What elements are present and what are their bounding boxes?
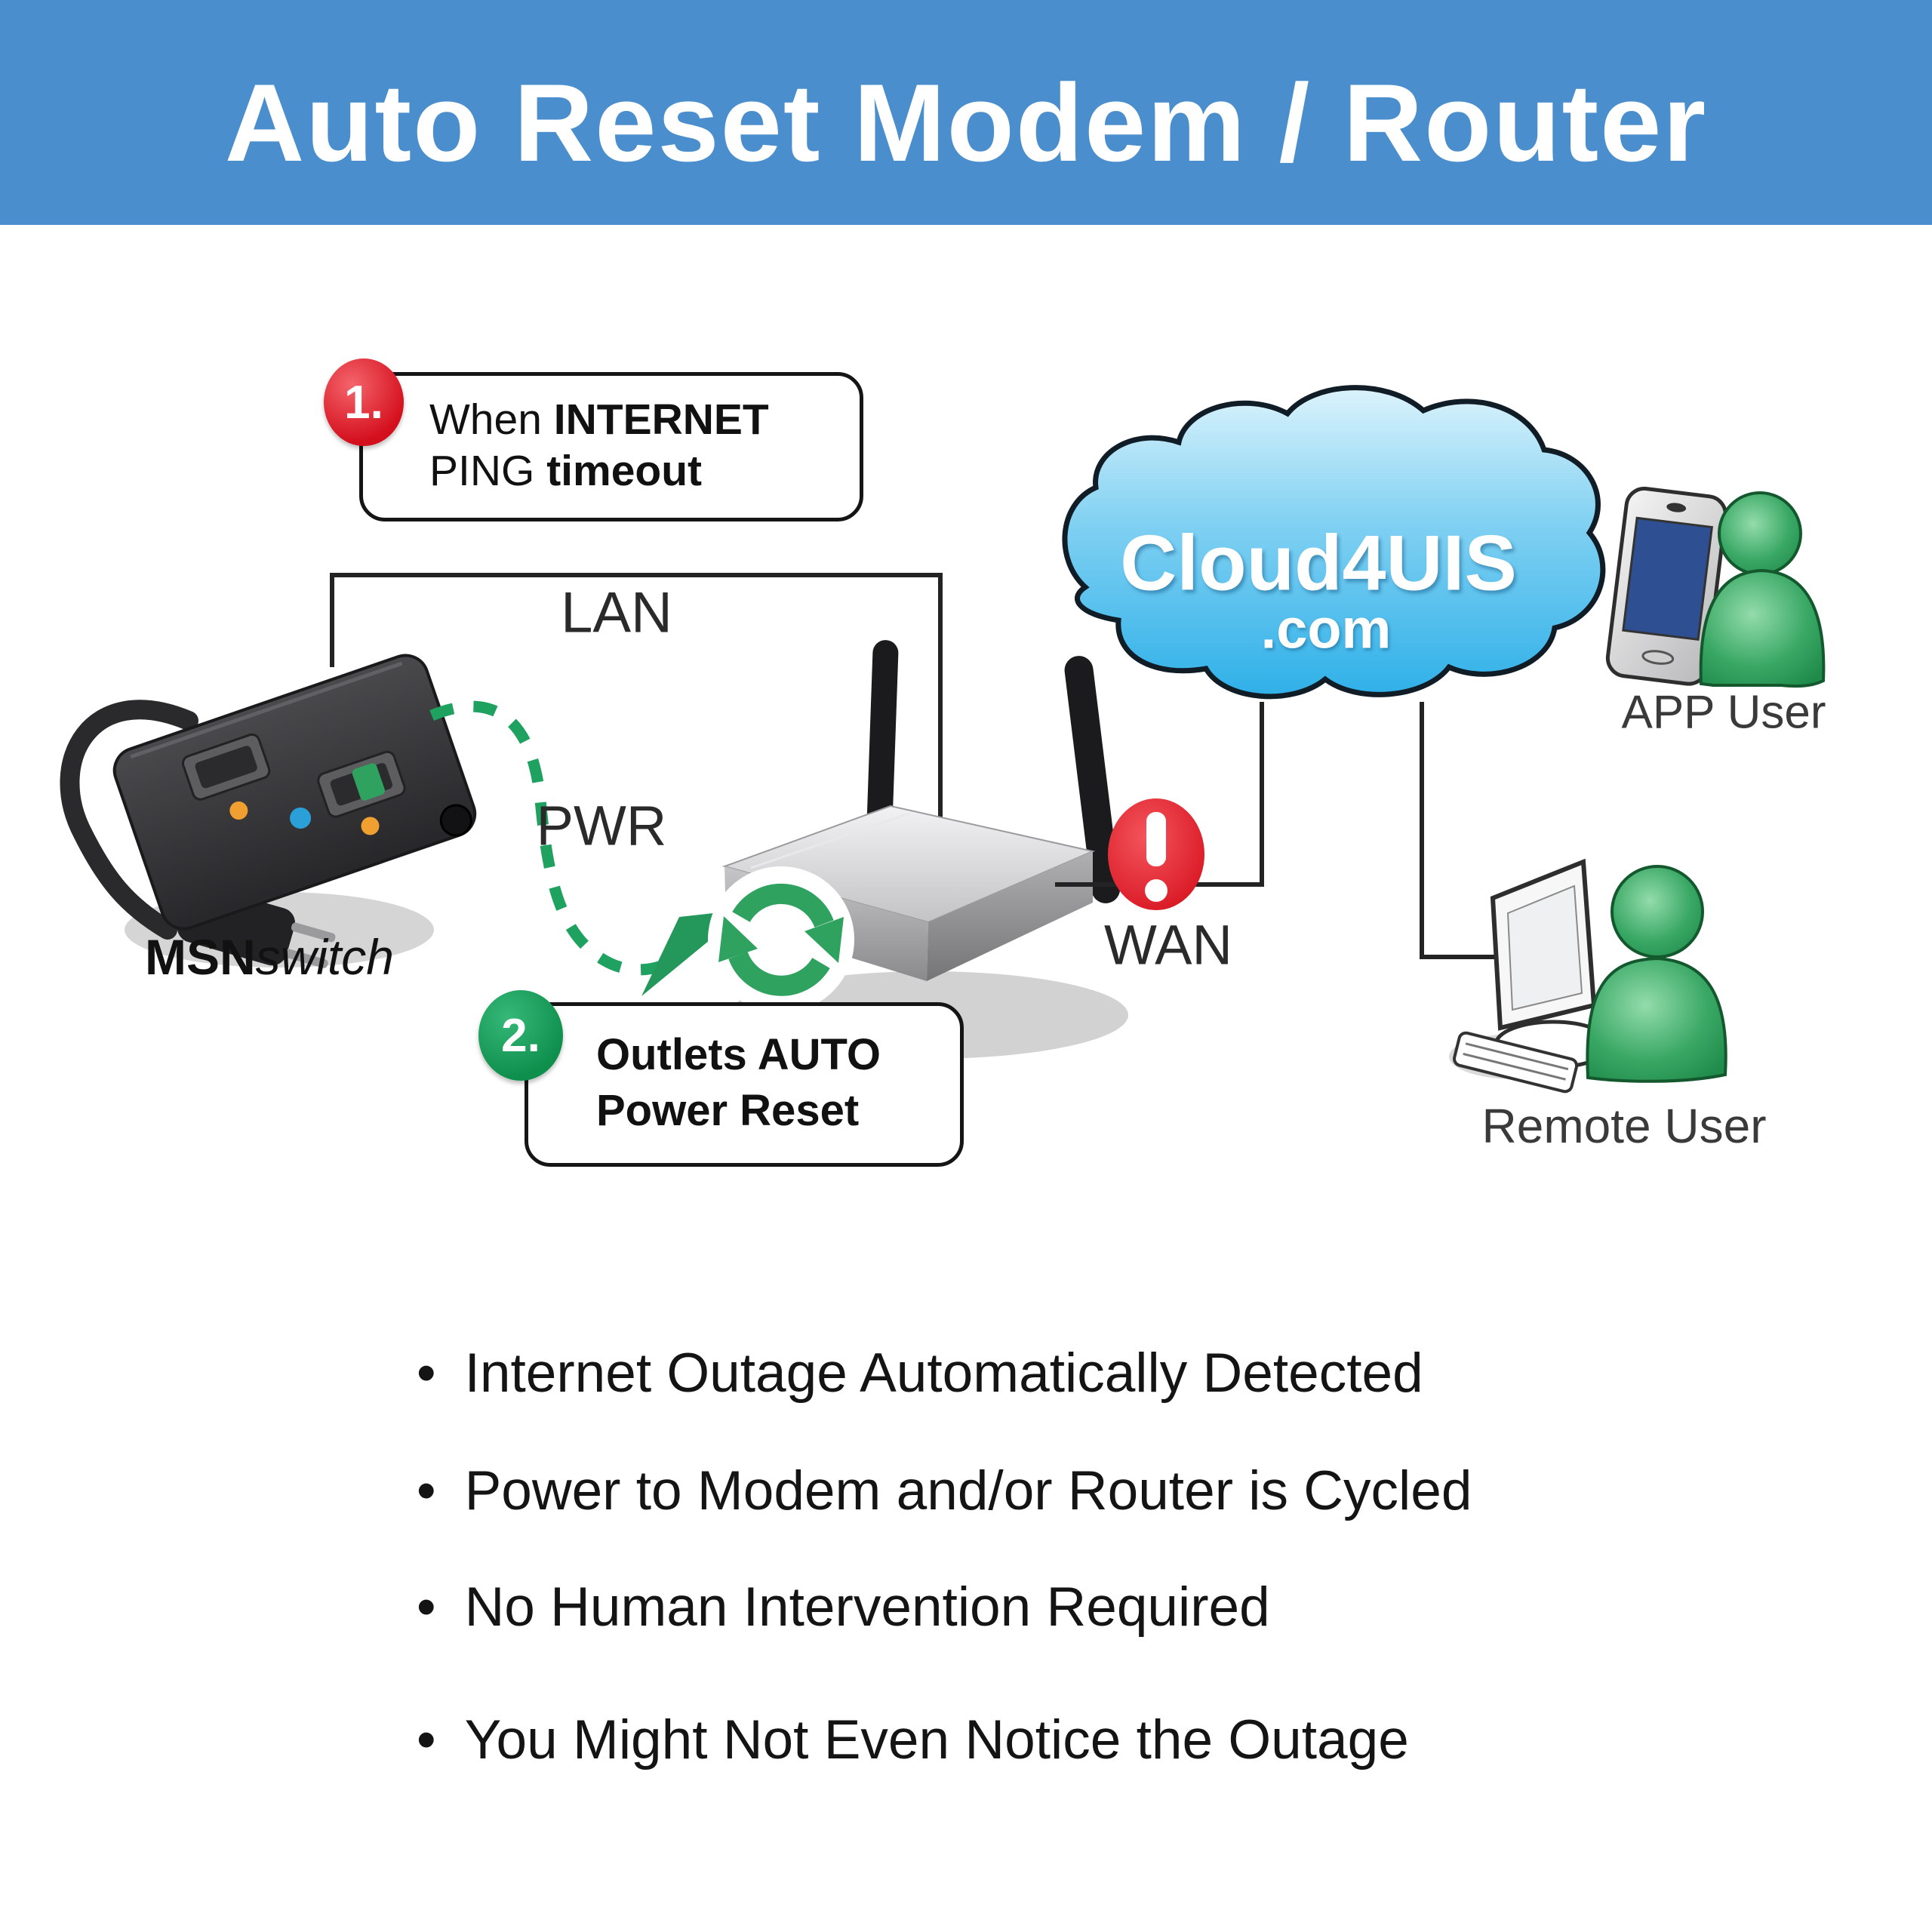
outlet-green-indicator: [352, 763, 385, 801]
callout1-line1: When INTERNET: [429, 394, 860, 445]
bullet-item: • Internet Outage Automatically Detected: [417, 1340, 1423, 1407]
outlet-1: [181, 733, 271, 801]
lan-line: [330, 573, 943, 869]
power-cycle-icon: [708, 866, 854, 1013]
smartphone-icon: [1605, 486, 1727, 686]
bullet-marker: •: [417, 1577, 436, 1638]
monitor-icon: [1490, 858, 1613, 1069]
callout-step2: Outlets AUTO Power Reset: [525, 1002, 964, 1167]
led-orange-1: [229, 801, 248, 820]
msn-switch-illustration: [112, 654, 477, 931]
bullet-marker: •: [417, 1343, 436, 1404]
app-user-label: APP User: [1621, 686, 1826, 739]
router-antenna-left: [866, 640, 899, 859]
wan-label: WAN: [1104, 913, 1232, 977]
callout1-line2: PING timeout: [429, 445, 860, 497]
page-title: Auto Reset Modem / Router: [224, 61, 1708, 184]
callout1-internet: INTERNET: [553, 395, 769, 444]
router-antenna-right: [1064, 656, 1121, 903]
msnswitch-label-bold: MSN: [144, 929, 256, 985]
cloud-name-label: Cloud4UIS: [1120, 519, 1517, 608]
bullet-marker: •: [417, 1709, 436, 1770]
dashed-power-arc: [429, 700, 681, 976]
bullet-text: Power to Modem and/or Router is Cycled: [464, 1460, 1472, 1521]
msnswitch-label: MSNswitch: [145, 928, 394, 986]
step1-badge: 1.: [324, 358, 404, 446]
callout2-line2: Power Reset: [596, 1086, 860, 1135]
bullet-marker: •: [417, 1460, 436, 1521]
bullet-text: You Might Not Even Notice the Outage: [464, 1709, 1409, 1770]
keyboard-icon: [1453, 1031, 1579, 1094]
pwr-label: PWR: [536, 794, 667, 857]
lan-label: LAN: [561, 580, 672, 645]
app-user-icon: [1605, 486, 1826, 688]
callout1-timeout: timeout: [546, 447, 703, 495]
bullet-item: • Power to Modem and/or Router is Cycled: [417, 1458, 1472, 1524]
remote-user-label: Remote User: [1481, 1099, 1767, 1153]
cloud-domain-label: .com: [1260, 597, 1392, 660]
bullet-item: • No Human Intervention Required: [417, 1574, 1270, 1641]
step2-number: 2.: [501, 1009, 540, 1062]
callout2-line1: Outlets AUTO: [596, 1030, 881, 1079]
led-blue: [290, 807, 312, 829]
msnswitch-label-italic: switch: [255, 929, 395, 985]
remote-user-icon: [1449, 858, 1727, 1094]
bullet-text: No Human Intervention Required: [464, 1577, 1270, 1638]
step2-badge: 2.: [478, 990, 563, 1081]
outlet-2: [317, 750, 406, 818]
step1-number: 1.: [344, 376, 383, 429]
led-orange-2: [361, 817, 380, 835]
warning-icon: [1108, 798, 1204, 910]
bullet-item: • You Might Not Even Notice the Outage: [417, 1707, 1409, 1774]
callout1-when: When: [429, 395, 554, 444]
callout-step1: When INTERNET PING timeout: [359, 372, 863, 521]
bullet-text: Internet Outage Automatically Detected: [464, 1343, 1423, 1404]
title-banner: Auto Reset Modem / Router: [0, 0, 1932, 225]
cloud-shape: [1062, 385, 1606, 700]
dc-jack: [439, 804, 472, 837]
callout1-ping: PING: [429, 447, 547, 495]
